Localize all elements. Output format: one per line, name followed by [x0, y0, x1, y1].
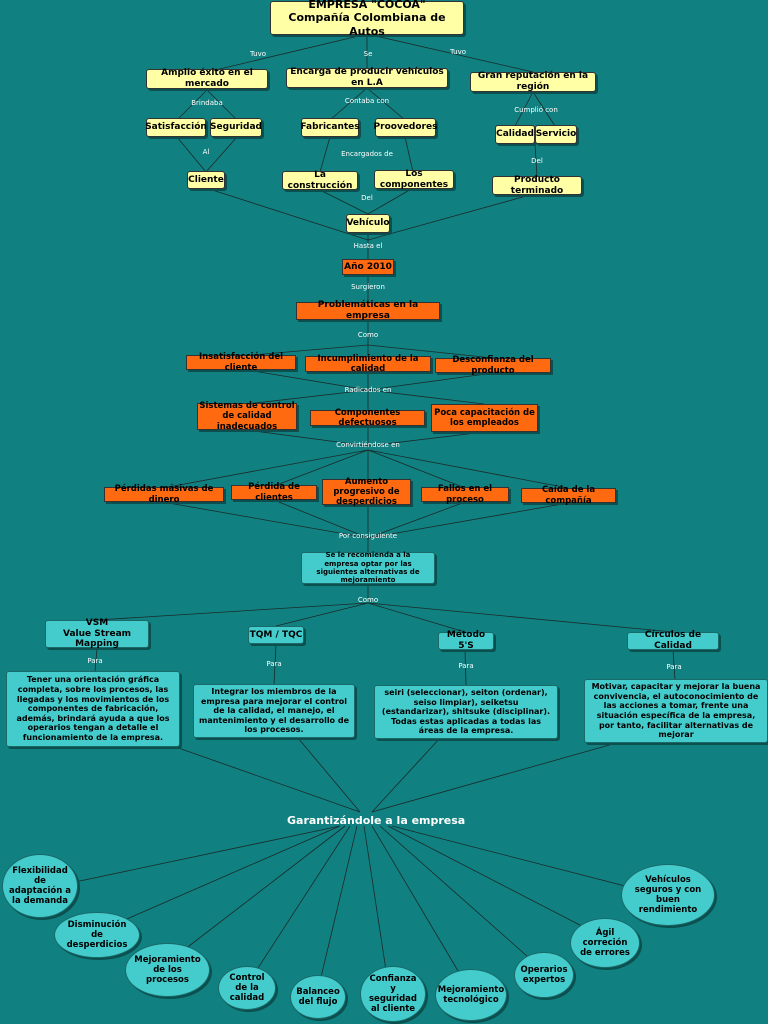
node-sistemas-control: Sistemas de control de calidad inadecuad… — [197, 401, 297, 432]
benefit-operarios-expertos: Operarios expertos — [514, 952, 574, 998]
node-aumento-desperdicios: Aumento progresivo de desperdicios — [322, 477, 411, 507]
node-vehiculo: Vehículo — [346, 214, 390, 233]
node-exito: Amplio éxito en el mercado — [146, 68, 268, 89]
desc-tqm: Integrar los miembros de la empresa para… — [193, 684, 355, 738]
node-seguridad: Seguridad — [210, 118, 262, 137]
node-vsm: VSM Value Stream Mapping — [45, 618, 149, 649]
benefit-disminucion: Disminución de desperdicios — [54, 912, 140, 958]
link-label-tuvo-right: Tuvo — [449, 48, 467, 56]
link-label-para-3: Para — [458, 662, 474, 670]
benefit-confianza: Confianza y seguridad al cliente — [360, 966, 426, 1022]
node-cliente: Cliente — [187, 171, 225, 189]
node-perdidas-dinero: Pérdidas másivas de dinero — [104, 484, 224, 505]
link-label-se: Se — [363, 50, 373, 58]
link-label-convirtiendose: Convirtiéndose en — [336, 441, 400, 449]
node-servicio: Servicio — [535, 125, 577, 144]
benefit-vehiculos-seguros: Vehículos seguros y con buen rendimiento — [621, 864, 715, 926]
node-proveedores: Proovedores — [374, 118, 437, 137]
node-problematicas: Problemáticas en la empresa — [296, 300, 440, 321]
benefit-agil-correccion: Ágil correción de errores — [570, 918, 640, 968]
benefit-flexibilidad: Flexibilidad de adaptación a la demanda — [2, 854, 78, 918]
desc-vsm: Tener una orientación gráfica completa, … — [6, 671, 180, 747]
node-recomendacion: Se le recomienda a la empresa optar por … — [301, 551, 435, 584]
link-label-del-mid: Del — [361, 194, 373, 202]
root-title-line2: Compañía Colombiana de Autos — [288, 11, 446, 38]
link-label-para-4: Para — [666, 663, 682, 671]
root-company-node: EMPRESA "COCOA" Compañía Colombiana de A… — [270, 0, 464, 38]
link-label-cumplio: Cumplió con — [514, 106, 558, 114]
root-title-line1: EMPRESA "COCOA" — [308, 0, 426, 12]
node-perdida-clientes: Pérdida de clientes — [231, 482, 317, 503]
link-label-del-right: Del — [531, 157, 543, 165]
node-componentes: Los componentes — [374, 169, 454, 190]
desc-metodo-5s: seiri (seleccionar), seiton (ordenar), s… — [374, 685, 558, 739]
node-producto-terminado: Producto terminado — [492, 175, 582, 196]
node-reputacion: Gran reputación en la región — [470, 71, 596, 92]
benefit-tecnologico: Mejoramiento tecnológico — [435, 969, 507, 1021]
link-label-como2: Como — [357, 596, 379, 604]
benefit-mejoramiento-procesos: Mejoramiento de los procesos — [125, 943, 210, 997]
node-fabricantes: Fabricantes — [300, 118, 360, 137]
node-poca-capacitacion: Poca capacitación de los empleados — [431, 404, 538, 432]
link-label-tuvo-left: Tuvo — [249, 50, 267, 58]
link-label-por-consiguiente: Por consiguiente — [338, 532, 398, 540]
benefit-balanceo-flujo: Balanceo del flujo — [290, 975, 346, 1019]
node-componentes-defectuosos: Componentes defectuosos — [310, 408, 425, 428]
link-label-para-1: Para — [87, 657, 103, 665]
node-circulos-calidad: Círculos de Calidad — [627, 630, 719, 651]
link-label-como1: Como — [357, 331, 379, 339]
node-satisfaccion: Satisfacción — [145, 118, 207, 137]
node-anio-2010: Año 2010 — [342, 259, 394, 275]
node-insatisfaccion: Insatisfacción del cliente — [186, 352, 296, 373]
node-tqm: TQM / TQC — [248, 626, 304, 644]
link-label-hasta: Hasta el — [353, 242, 383, 250]
node-calidad: Calidad — [495, 125, 535, 144]
node-fallos-proceso: Fallos en el proceso — [421, 484, 509, 505]
node-encarga: Encarga de producir vehículos en L.A — [286, 67, 448, 88]
link-label-encargados: Encargados de — [341, 150, 393, 158]
node-metodo-5s: Método 5'S — [438, 630, 494, 651]
guarantee-label: Garantizándole a la empresa — [287, 814, 466, 827]
desc-circulos: Motivar, capacitar y mejorar la buena co… — [584, 679, 768, 743]
node-caida-compania: Caída de la compañía — [521, 485, 616, 506]
link-label-al: Al — [202, 148, 210, 156]
link-label-radicados: Radicados en — [344, 386, 392, 394]
link-label-para-2: Para — [266, 660, 282, 668]
node-desconfianza: Desconfianza del producto — [435, 355, 551, 376]
link-label-contaba: Contaba con — [344, 97, 390, 105]
node-incumplimiento: Incumplimiento de la calidad — [305, 354, 431, 374]
node-construccion: La construcción — [282, 170, 358, 191]
link-label-brindaba: Brindaba — [191, 99, 223, 107]
link-label-surgieron: Surgieron — [351, 283, 385, 291]
benefit-control-calidad: Control de la calidad — [218, 966, 276, 1010]
